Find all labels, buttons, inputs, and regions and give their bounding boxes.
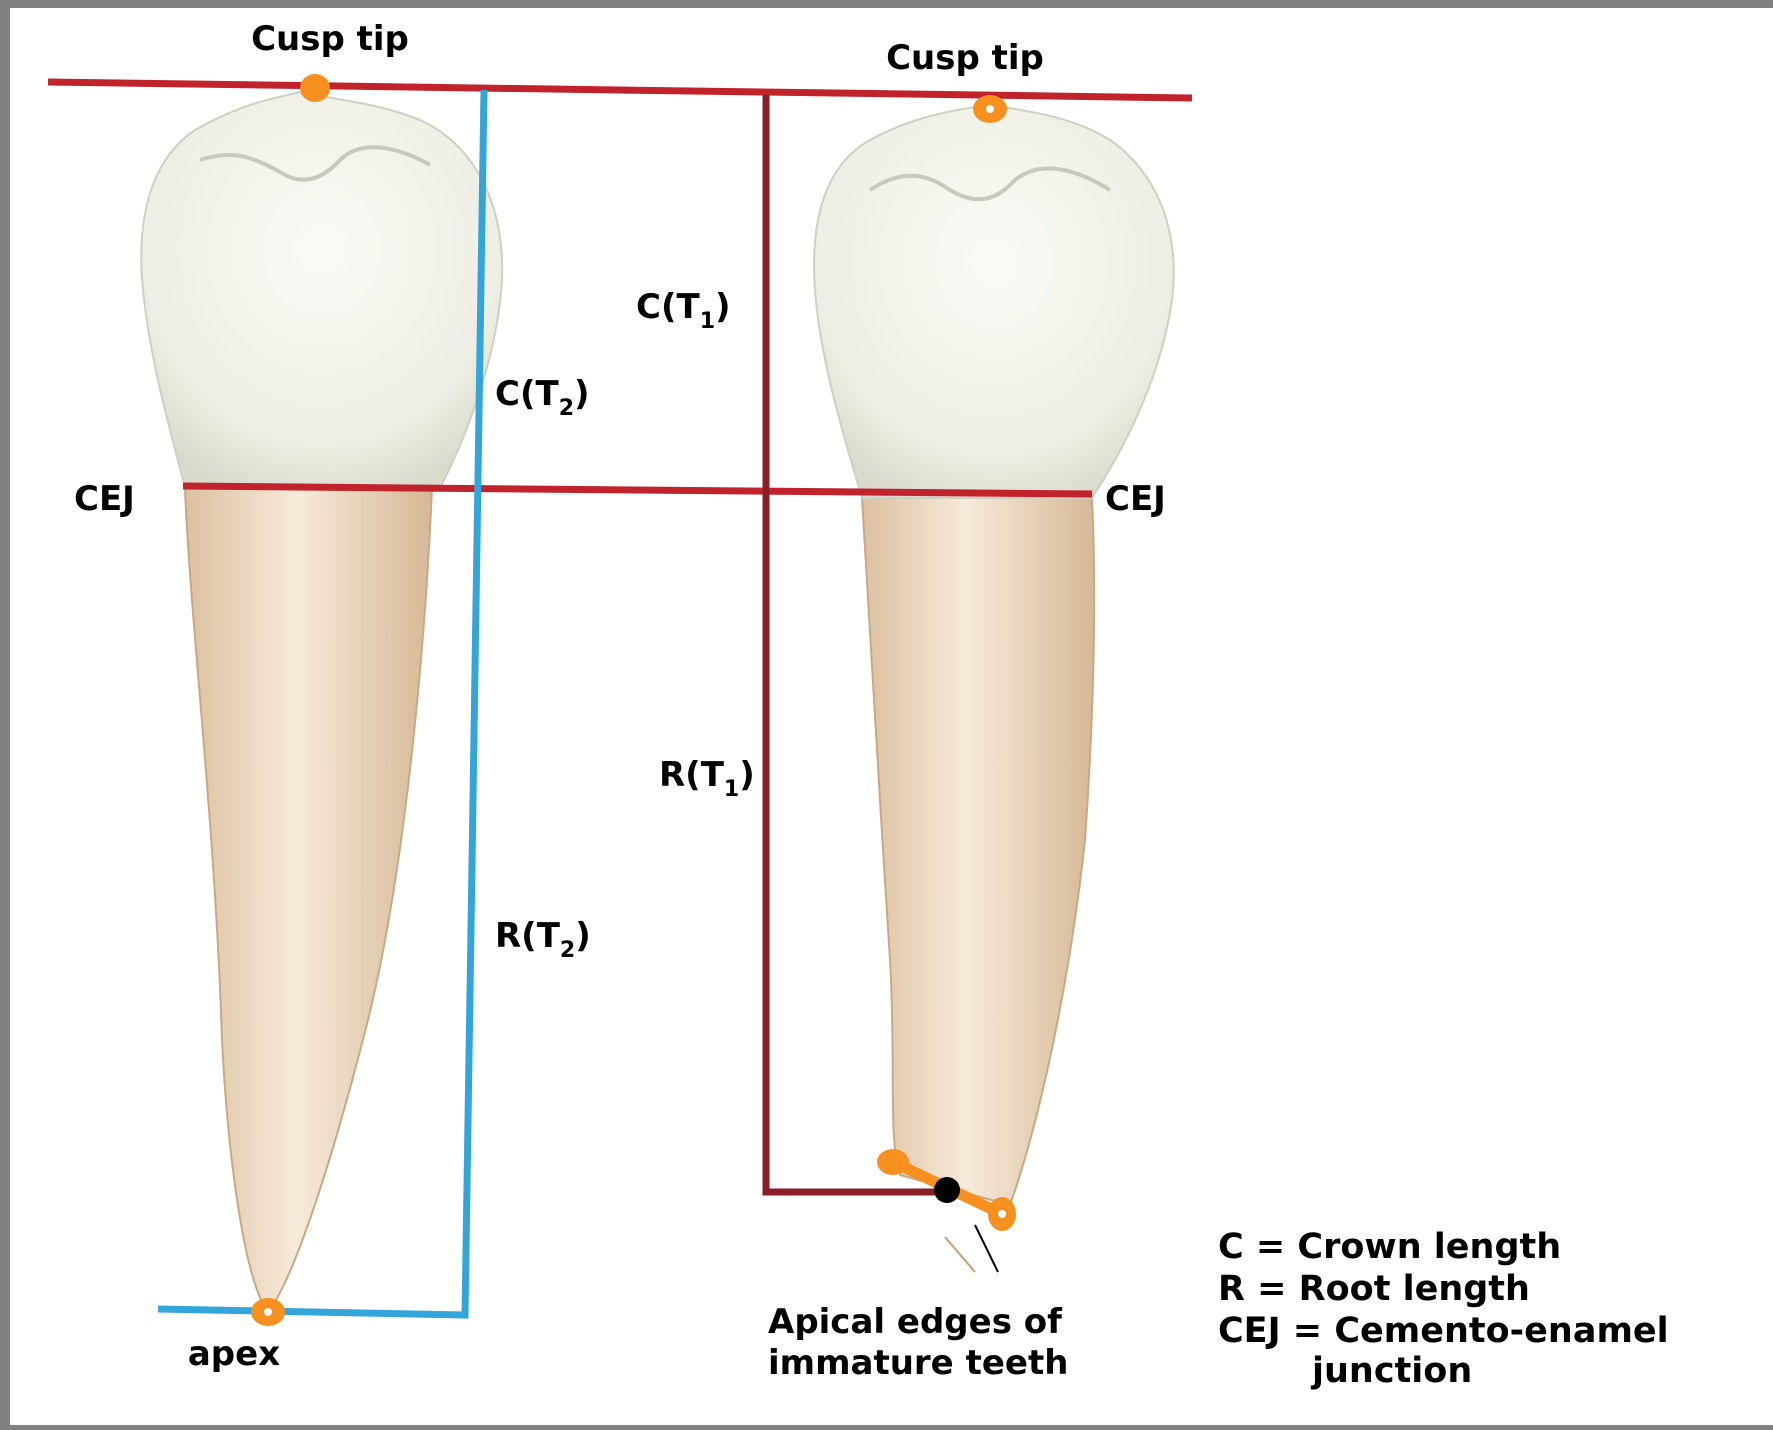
svg-text:R(T1): R(T1) (659, 755, 755, 802)
root-length-t1-label: R(T1) (659, 755, 755, 802)
svg-text:R(T2): R(T2) (495, 916, 591, 963)
legend-root: R = Root length (1218, 1269, 1530, 1309)
svg-text:C(T2): C(T2) (495, 374, 590, 421)
cej-label-right: CEJ (1105, 479, 1166, 519)
apex-label: apex (188, 1334, 280, 1374)
apical-edges-label-line1: Apical edges of (768, 1302, 1063, 1342)
apical-edges-label-line2: immature teeth (768, 1343, 1068, 1383)
apical-midpoint-marker (934, 1177, 960, 1203)
immature-tooth-crown (814, 105, 1174, 498)
crown-length-t2-label: C(T2) (495, 374, 590, 421)
cusp-tip-marker-left (300, 74, 330, 102)
legend-cej: CEJ = Cemento-enamel (1218, 1311, 1669, 1351)
apical-edge-marker-left (877, 1149, 909, 1175)
cej-label-left: CEJ (74, 479, 135, 519)
svg-text:C(T1): C(T1) (636, 287, 731, 334)
legend-crown: C = Crown length (1218, 1227, 1561, 1267)
root-length-t2-label: R(T2) (495, 916, 591, 963)
cusp-tip-label-right: Cusp tip (886, 38, 1044, 78)
crown-length-t1-label: C(T1) (636, 287, 731, 334)
legend-cej-continued: junction (1310, 1351, 1472, 1391)
mature-tooth-crown (141, 92, 502, 488)
cusp-tip-label-left: Cusp tip (251, 19, 409, 59)
